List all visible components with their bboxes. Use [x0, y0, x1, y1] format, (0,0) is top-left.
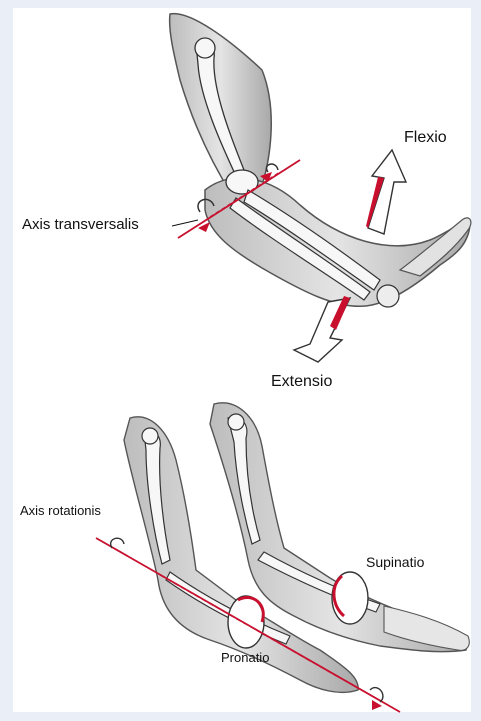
supination-label: Supinatio — [366, 555, 424, 569]
pronation-label: Pronatio — [221, 651, 269, 664]
axis-rotationis-label: Axis rotationis — [20, 504, 101, 517]
axis-transversalis-label: Axis transversalis — [22, 217, 139, 232]
flexion-arrow-icon — [366, 150, 406, 234]
flexion-label: Flexio — [404, 130, 447, 146]
extension-label: Extensio — [271, 374, 332, 390]
extension-arrow-icon — [294, 296, 350, 362]
arm-flexion-illustration — [170, 14, 471, 307]
